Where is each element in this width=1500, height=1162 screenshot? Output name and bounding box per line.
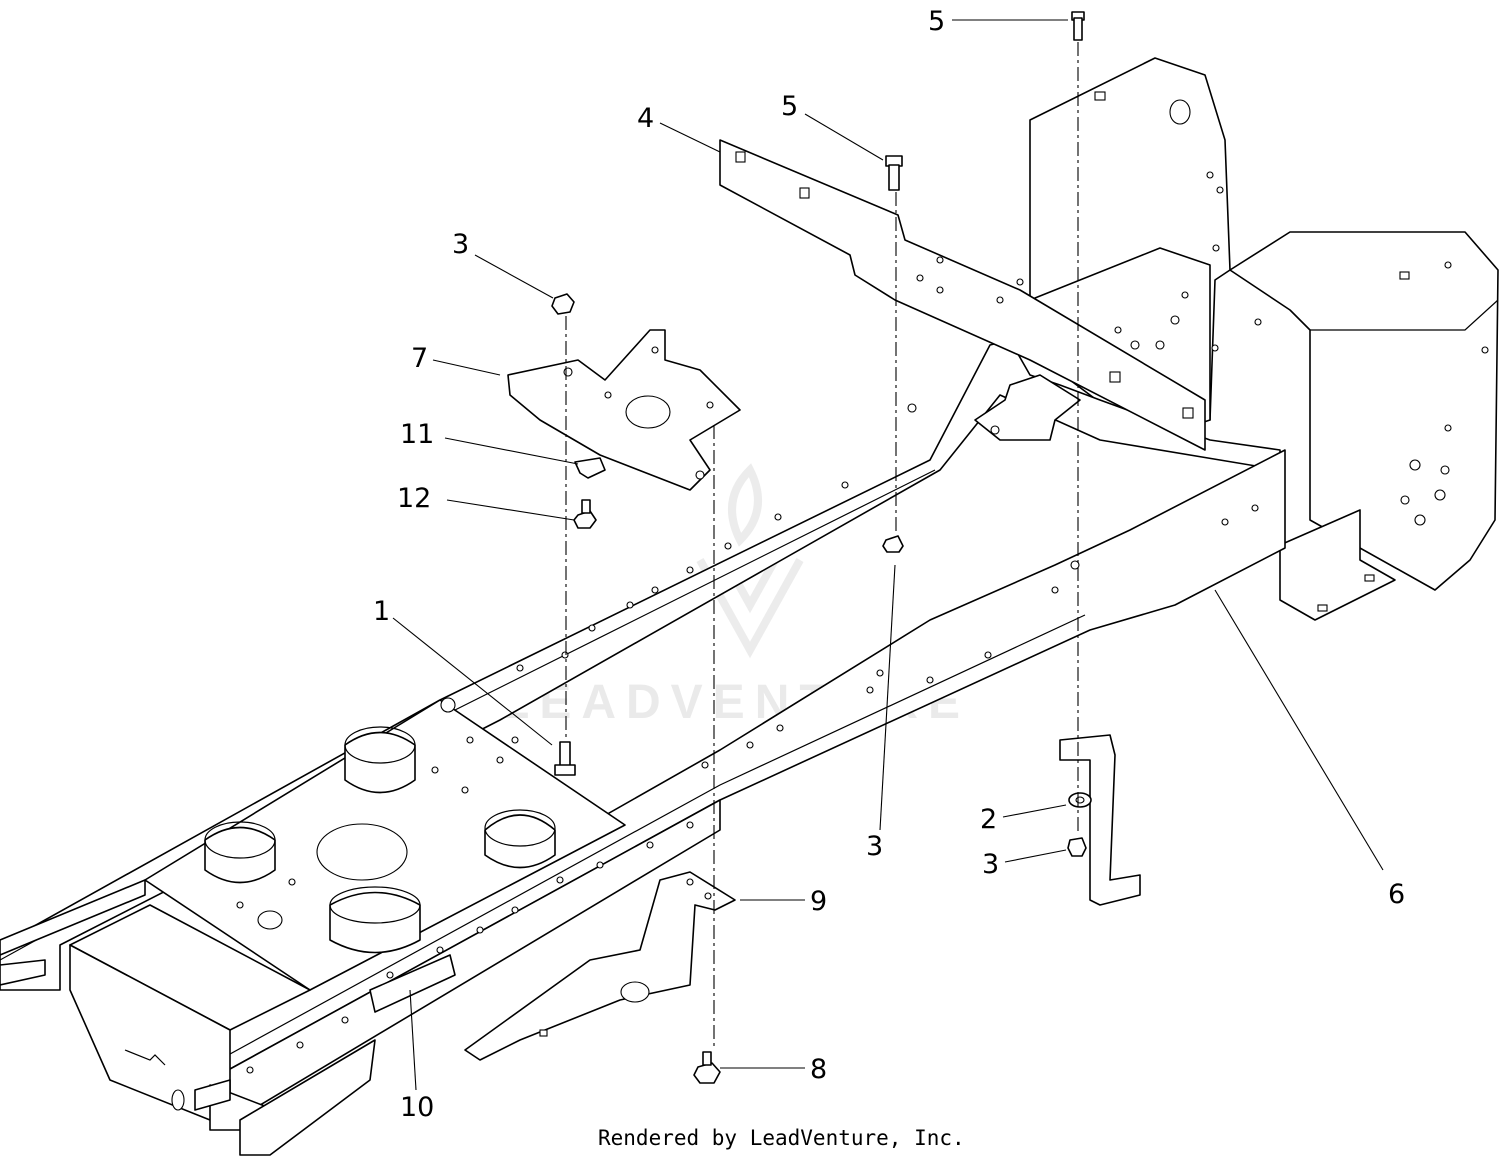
- render-credit: Rendered by LeadVenture, Inc.: [598, 1126, 965, 1150]
- front-frame-end: [0, 879, 376, 1156]
- callout-6: 6: [1388, 879, 1405, 910]
- engine-mount-plate: [144, 697, 626, 991]
- fastener-bolt-8: [693, 1051, 721, 1084]
- fastener-bolt-12: [573, 499, 597, 529]
- callout-leaders: [392, 19, 1384, 1091]
- callout-9: 9: [810, 886, 827, 917]
- callout-8: 8: [810, 1054, 827, 1085]
- fastener-nut-3-mid: [882, 535, 904, 553]
- callout-4: 4: [637, 103, 654, 134]
- callout-5-top: 5: [928, 6, 945, 37]
- retainer-clip: [574, 457, 606, 479]
- fastener-bolt-1: [554, 741, 576, 776]
- fastener-bolt-5-mid: [885, 155, 903, 191]
- callout-1: 1: [373, 596, 390, 627]
- center-support-foot: [974, 374, 1081, 441]
- callout-3-mid: 3: [866, 831, 883, 862]
- fastener-nut-3-low: [1067, 837, 1087, 857]
- callout-11: 11: [400, 419, 434, 450]
- callout-7: 7: [411, 343, 428, 374]
- callout-10: 10: [400, 1092, 434, 1123]
- assembly-lines: [565, 42, 1079, 1050]
- callout-2: 2: [980, 804, 997, 835]
- callout-3-top: 3: [452, 229, 469, 260]
- slot-plate: [369, 954, 456, 1013]
- frame-right-rail: [209, 449, 1286, 1121]
- lower-bracket: [464, 871, 736, 1061]
- hanger-bracket: [1059, 734, 1141, 906]
- fastener-washer-2: [1068, 792, 1092, 808]
- cross-member: [719, 139, 1206, 451]
- fastener-bolt-5-top: [1071, 11, 1085, 41]
- callout-5-mid: 5: [781, 91, 798, 122]
- fastener-nut-3-top: [551, 293, 575, 315]
- callout-3-low: 3: [982, 849, 999, 880]
- callout-12: 12: [397, 483, 431, 514]
- mount-bracket: [507, 329, 741, 491]
